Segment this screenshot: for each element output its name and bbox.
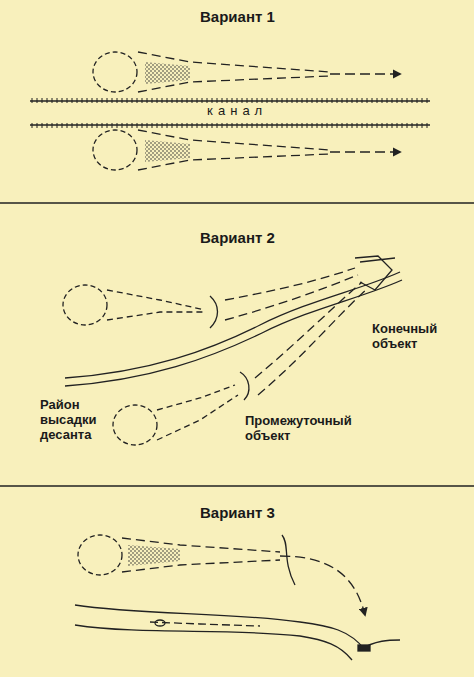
canal-label: канал (204, 104, 270, 119)
variant-heading: Вариант 1 (200, 8, 275, 25)
variant-heading: Вариант 3 (200, 504, 275, 521)
variant-heading: Вариант 2 (200, 229, 275, 246)
landing-area-label: Район высадки десанта (40, 398, 106, 443)
final-objective-label: Конечный объект (372, 322, 454, 352)
separator (0, 202, 474, 203)
separator (0, 485, 474, 486)
intermediate-objective-label: Промежуточный объект (245, 414, 357, 444)
